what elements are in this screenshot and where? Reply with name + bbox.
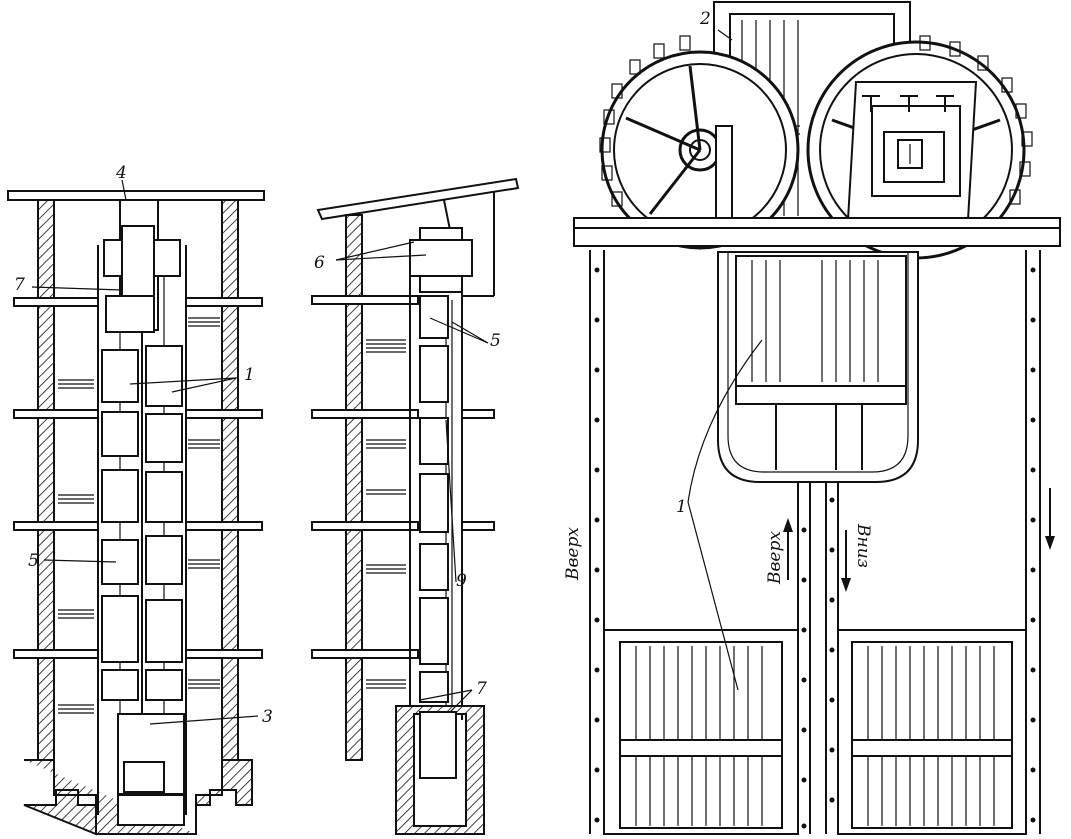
direction-up-left: Вверх xyxy=(563,527,583,581)
label-2: 2 xyxy=(699,9,711,29)
direction-arrows xyxy=(783,488,1055,592)
right-wall xyxy=(221,199,239,761)
cabins-mid xyxy=(419,295,449,703)
bottom-cabin-right xyxy=(837,629,1027,835)
floor-slabs-mid xyxy=(311,295,495,659)
label-6: 6 xyxy=(314,253,325,273)
view2-wall xyxy=(345,214,363,761)
top-platform xyxy=(7,190,265,201)
label-3: 3 xyxy=(262,707,273,727)
label-1-view1: 1 xyxy=(244,365,255,385)
drive-wheel-left xyxy=(600,50,800,250)
label-7-view1: 7 xyxy=(14,275,25,295)
outer-chain-right xyxy=(1025,250,1041,834)
outer-chain-left xyxy=(589,250,605,834)
label-1-view3: 1 xyxy=(676,497,687,517)
main-beam xyxy=(573,217,1061,229)
label-5-view1: 5 xyxy=(28,551,39,571)
view2-pit xyxy=(395,705,485,835)
floor-slabs-left xyxy=(13,297,263,659)
left-wall xyxy=(37,199,55,761)
roof xyxy=(316,177,520,221)
view-3-detail: Вверх Вверх Вниз 2 1 xyxy=(563,1,1061,835)
label-5-view2: 5 xyxy=(490,331,501,351)
cabins-left xyxy=(101,349,139,701)
view-1-section: 4 7 1 5 3 xyxy=(7,163,273,836)
foundation xyxy=(23,759,253,836)
label-4: 4 xyxy=(115,163,127,183)
label-9: 9 xyxy=(456,571,467,591)
hanging-cabin xyxy=(717,251,919,483)
chain-links-top xyxy=(599,35,1033,207)
direction-down-center: Вниз xyxy=(853,523,873,568)
bottom-cabin-left xyxy=(603,629,799,835)
label-7-view2: 7 xyxy=(476,679,487,699)
view-2-section: 6 5 9 7 xyxy=(311,177,520,835)
chain-pins xyxy=(594,267,1036,829)
cabins-right xyxy=(145,345,183,701)
direction-up-center: Вверх xyxy=(765,531,785,585)
cabin-on-wheel xyxy=(846,81,978,221)
